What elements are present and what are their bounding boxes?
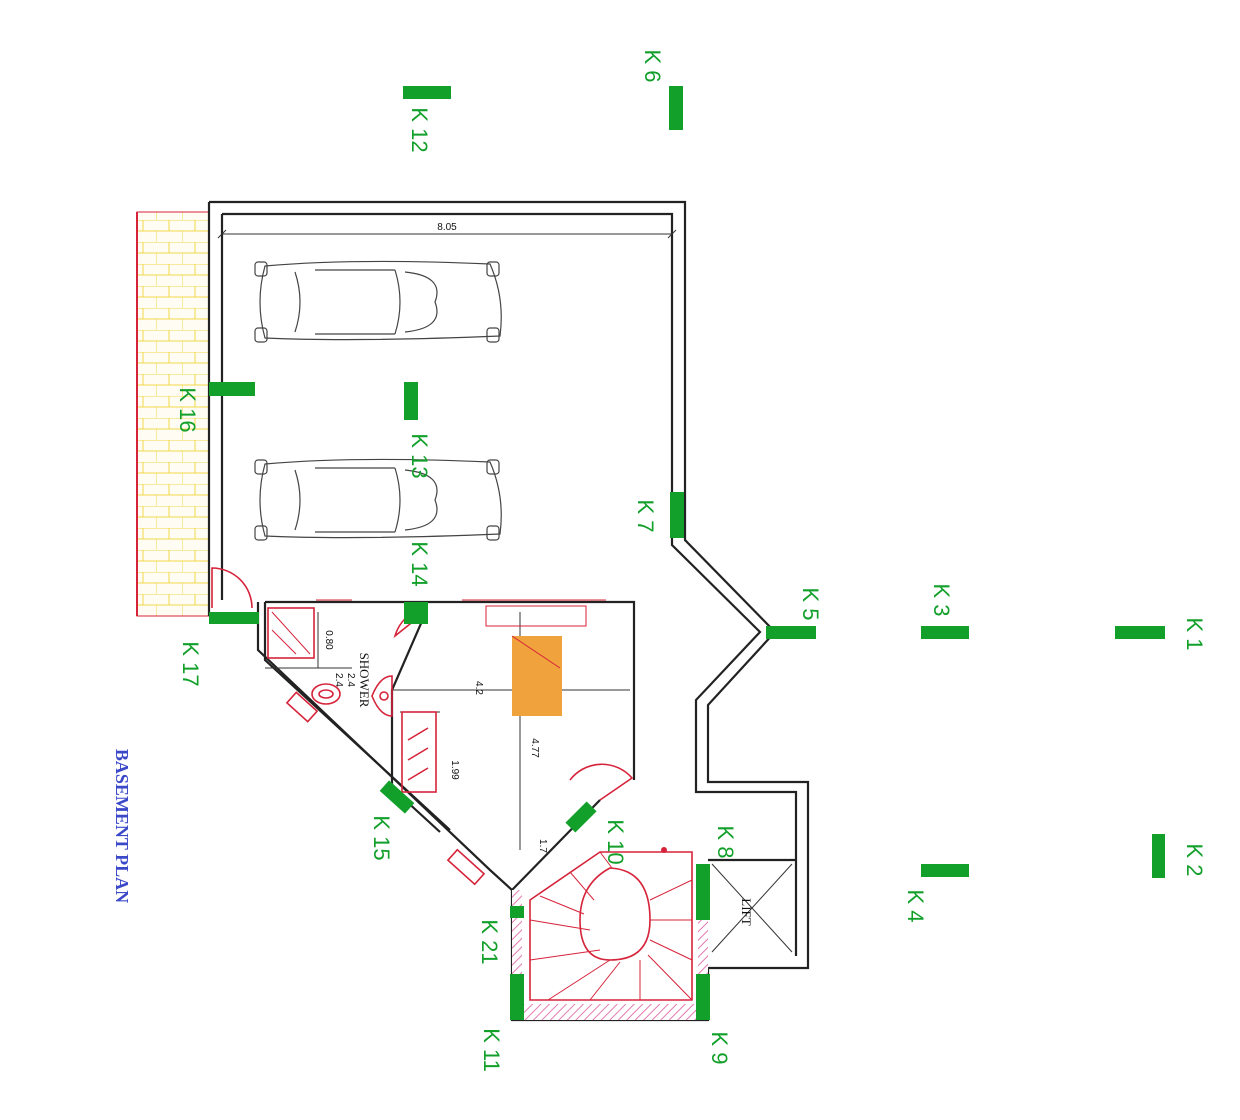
shower-label: SHOWER (357, 653, 372, 708)
label-k13: K 13 (407, 433, 432, 478)
label-k2: K 2 (1182, 843, 1207, 876)
column-k10 (565, 801, 597, 833)
label-k8: K 8 (713, 825, 738, 858)
columns (209, 86, 1165, 1020)
column-k2 (1152, 834, 1165, 878)
label-k6: K 6 (640, 49, 665, 82)
label-k17: K 17 (178, 641, 203, 686)
column-k17 (209, 612, 259, 624)
garage-width-label: 8.05 (437, 222, 457, 233)
lift-label: LIFT (739, 898, 754, 926)
bath-b-label: 2.4 (345, 673, 356, 687)
lift-shaft: LIFT (708, 858, 796, 953)
interior-walls (263, 600, 636, 891)
label-k21: K 21 (477, 919, 502, 964)
column-k3 (921, 626, 969, 639)
label-k14: K 14 (407, 541, 432, 586)
column-k9 (696, 974, 710, 1020)
label-k10: K 10 (603, 819, 628, 864)
label-k1: K 1 (1182, 617, 1207, 650)
washbasin (371, 675, 393, 717)
column-k6 (669, 86, 683, 130)
windows (285, 599, 606, 886)
column-k13 (404, 382, 418, 420)
label-k7: K 7 (633, 499, 658, 532)
garage-width-dimension: 8.05 (217, 222, 677, 239)
plan-title: BASEMENT PLAN (112, 749, 132, 903)
column-k15 (379, 780, 415, 814)
bath-a-label: 2.4 (333, 673, 344, 687)
paved-terrace (136, 211, 210, 617)
label-k15: K 15 (369, 815, 394, 860)
column-k7 (670, 492, 684, 538)
store-length-label: 1.99 (449, 760, 460, 780)
column-k16 (209, 382, 255, 396)
label-k16: K 16 (175, 387, 200, 432)
column-k4 (921, 864, 969, 877)
column-k14 (404, 602, 428, 624)
column-k8 (696, 864, 710, 920)
column-k1 (1115, 626, 1165, 639)
column-k5 (766, 626, 816, 639)
stair-note-label: 1.7 (537, 839, 548, 853)
dimension-labels: 0.80 2.4 2.4 4.2 4.77 1.99 1.7 SHOWER (323, 630, 548, 853)
label-k5: K 5 (798, 587, 823, 620)
spiral-stair (512, 847, 708, 1020)
exterior-walls (207, 200, 810, 1022)
column-k11 (510, 974, 524, 1020)
wc (311, 683, 341, 705)
label-k4: K 4 (903, 889, 928, 922)
column-k21 (510, 906, 524, 918)
room-width-label: 4.2 (473, 681, 484, 695)
label-k12: K 12 (407, 107, 432, 152)
car-2 (254, 458, 502, 541)
column-k12 (403, 86, 451, 99)
internal-stair-block (485, 605, 587, 716)
label-k9: K 9 (707, 1031, 732, 1064)
room-length-label: 4.77 (529, 738, 540, 758)
shower-depth-label: 0.80 (323, 630, 334, 650)
shower-tray (267, 607, 315, 659)
column-labels: K 1 K 2 K 3 K 4 K 5 K 6 K 7 K 8 K 9 K 10… (175, 49, 1207, 1071)
label-k3: K 3 (929, 583, 954, 616)
car-1 (254, 260, 502, 343)
label-k11: K 11 (479, 1028, 504, 1072)
